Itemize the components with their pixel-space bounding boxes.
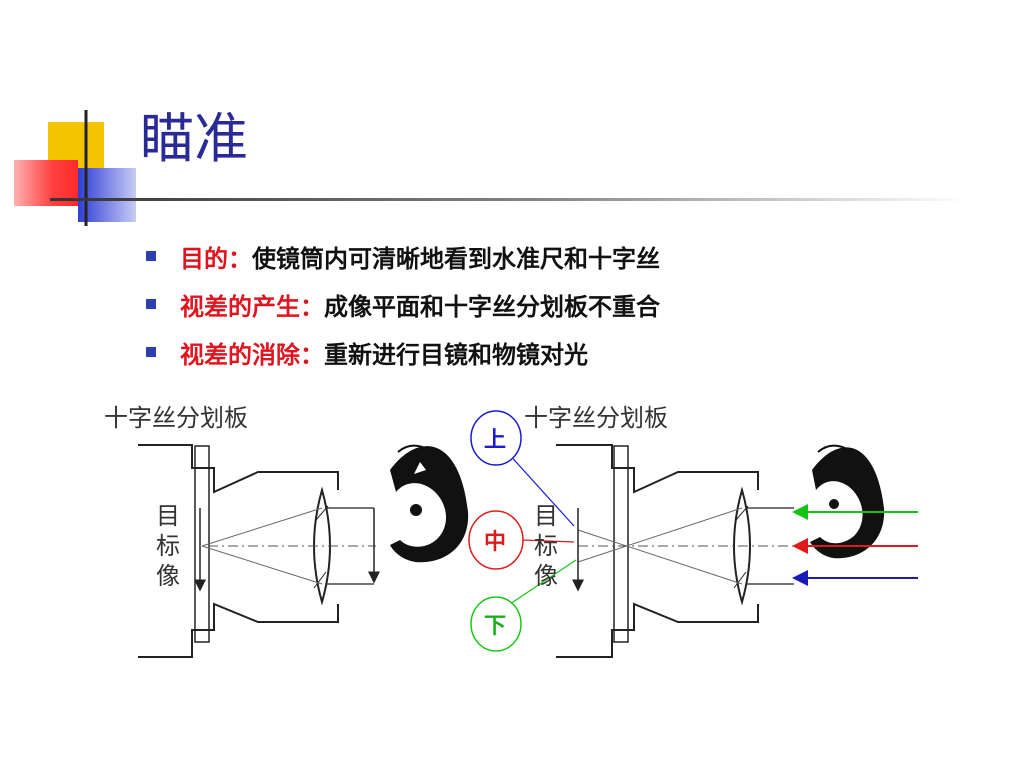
bullet-text: 成像平面和十字丝分划板不重合 — [324, 292, 660, 321]
bullet-marker — [146, 299, 156, 309]
callout-top-circle — [470, 410, 522, 466]
bullet-key: 目的： — [180, 244, 252, 273]
right-image-label-3: 像 — [534, 562, 558, 590]
slide-title: 瞄准 — [140, 107, 248, 170]
title-rule — [50, 198, 970, 201]
left-image-label-3: 像 — [156, 562, 180, 590]
bullet-text: 使镜筒内可清晰地看到水准尺和十字丝 — [252, 244, 660, 273]
callout-top-leader — [506, 451, 575, 527]
callout-middle-leader — [521, 539, 575, 543]
bullet-text: 重新进行目镜和物镜对光 — [324, 340, 588, 369]
right-telescope-diagram — [556, 444, 794, 658]
right-reticle-label: 十字丝分划板 — [524, 404, 668, 432]
bullet-key: 视差的产生： — [180, 292, 324, 321]
left-reticle-label: 十字丝分划板 — [104, 404, 248, 432]
deco-blue-square — [78, 168, 136, 222]
left-image-label-1: 目 — [156, 502, 180, 530]
bullet-key: 视差的消除： — [180, 340, 324, 369]
bullet-parallax-cause: 视差的产生： 成像平面和十字丝分划板不重合 — [140, 280, 660, 328]
right-eye-icon — [810, 444, 885, 559]
callout-bottom-circle — [470, 596, 522, 652]
bullet-marker — [146, 347, 156, 357]
left-telescope-diagram — [138, 444, 380, 658]
right-image-label-1: 目 — [534, 502, 558, 530]
right-image-label-2: 标 — [534, 532, 558, 560]
bullet-marker — [146, 251, 156, 261]
bullet-purpose: 目的： 使镜筒内可清晰地看到水准尺和十字丝 — [140, 232, 660, 280]
callout-middle-circle — [468, 510, 524, 570]
callout-middle-label: 中 — [484, 530, 506, 555]
bullet-list: 目的： 使镜筒内可清晰地看到水准尺和十字丝 视差的产生： 成像平面和十字丝分划板… — [140, 232, 660, 376]
callout-bottom-leader — [509, 559, 577, 605]
left-image-label-2: 标 — [156, 532, 180, 560]
callout-bottom-label: 下 — [484, 614, 506, 639]
callout-top-label: 上 — [484, 428, 506, 453]
bullet-parallax-fix: 视差的消除： 重新进行目镜和物镜对光 — [140, 328, 660, 376]
left-eye-icon — [390, 444, 469, 563]
